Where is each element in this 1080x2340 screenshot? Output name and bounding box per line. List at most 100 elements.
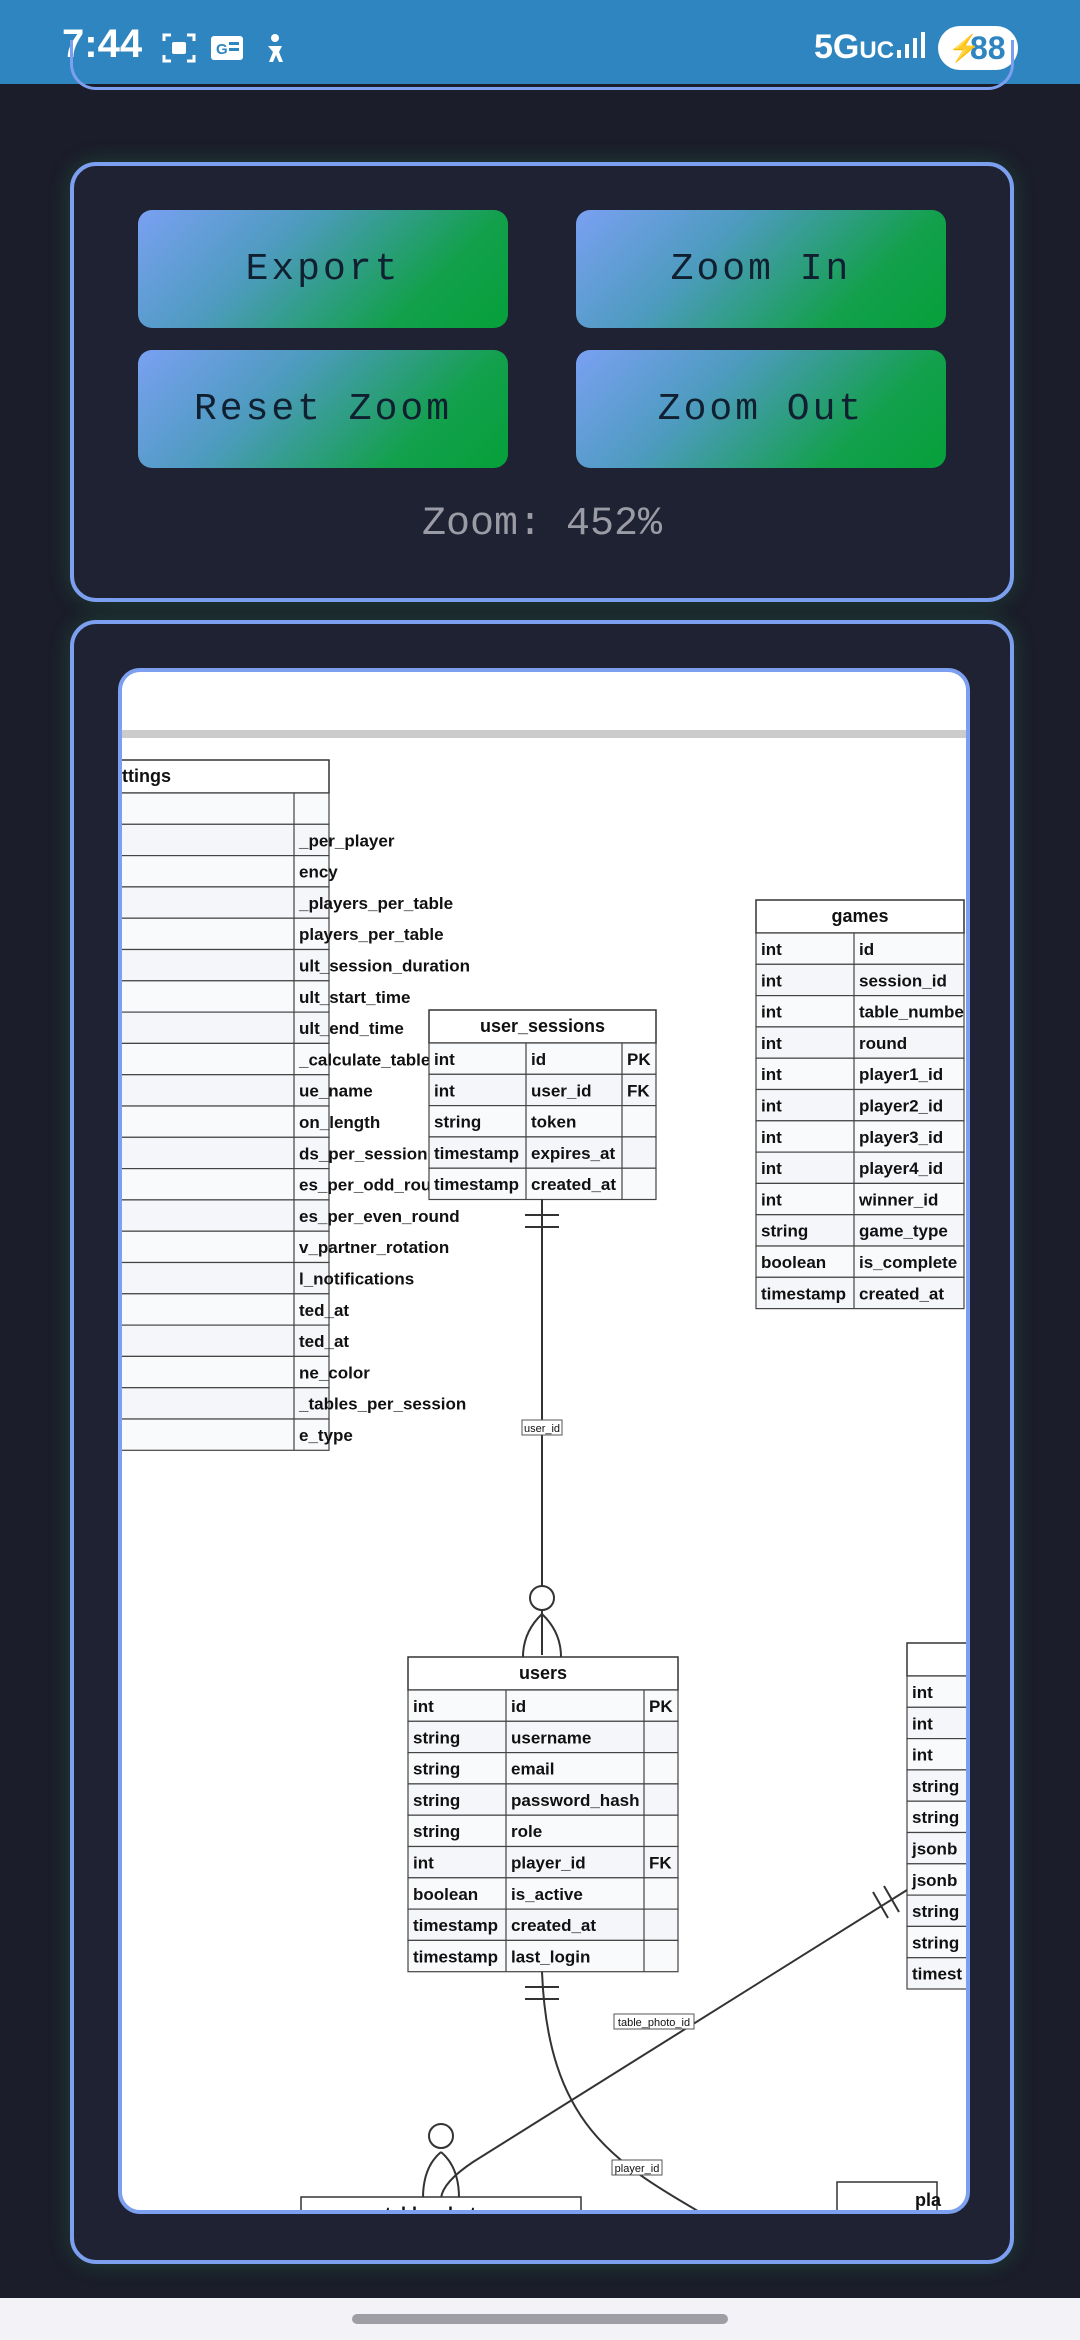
table-row [755, 1057, 965, 1091]
table-cell: int [761, 1003, 782, 1022]
table-cell: es_per_odd_round [299, 1176, 452, 1195]
table-cell: PK [627, 1050, 651, 1069]
table-row [906, 1925, 966, 1959]
table-row [407, 1814, 679, 1848]
home-gesture-handle[interactable] [352, 2314, 728, 2324]
table-cell: string [912, 1933, 959, 1952]
table-row [428, 1136, 657, 1169]
reset-zoom-button[interactable]: Reset Zoom [138, 350, 508, 468]
table-cell: int [761, 1159, 782, 1178]
table-cell: string [912, 1902, 959, 1921]
table-cell: string [413, 1760, 460, 1779]
table-cell: email [511, 1760, 554, 1779]
table-cell: ted_at [299, 1332, 349, 1351]
table-row [755, 1245, 965, 1278]
accessibility-icon [268, 34, 283, 62]
table-row [122, 1168, 330, 1201]
table-row [755, 1214, 965, 1247]
table-row [122, 1261, 330, 1295]
table-cell: int [912, 1746, 933, 1765]
table-cell: ne_color [299, 1363, 370, 1382]
svg-text:G: G [216, 41, 228, 58]
table-cell: int [761, 1065, 782, 1084]
crows-foot-marker [522, 1613, 562, 1658]
zoom-in-button[interactable]: Zoom In [576, 210, 946, 328]
table-row [755, 1026, 965, 1059]
table-cell: password_hash [511, 1791, 640, 1810]
table-cell: int [761, 971, 782, 990]
table-cell: int [413, 1697, 434, 1716]
table-cell: int [761, 1190, 782, 1209]
table-row [755, 1151, 965, 1185]
table-cell: jsonb [911, 1871, 957, 1890]
zoom-out-button[interactable]: Zoom Out [576, 350, 946, 468]
table-row [122, 1074, 330, 1107]
table-row [122, 1293, 330, 1326]
table-right_table: intintintstringstringjsonbjsonbstringstr… [906, 1642, 966, 1990]
table-row [755, 1276, 965, 1310]
table-row [122, 1042, 330, 1076]
er-diagram[interactable]: settings_per_playerency_players_per_tabl… [122, 672, 970, 2214]
zoom-level: Zoom: 452% [421, 502, 663, 547]
news-icon: G [211, 36, 243, 60]
relation-label-player-id: player_id [615, 2163, 660, 2175]
table-cell: created_at [859, 1284, 944, 1303]
table-cell: ency [299, 863, 338, 882]
table-row [122, 1199, 330, 1232]
table-row [428, 1042, 657, 1075]
table-row [122, 823, 330, 857]
table-cell: ult_end_time [299, 1019, 404, 1038]
table-cell: timestamp [413, 1947, 498, 1966]
table-cell: int [761, 940, 782, 959]
table-cell: boolean [761, 1253, 826, 1272]
table-cell: int [912, 1714, 933, 1733]
table-cell: player2_id [859, 1097, 943, 1116]
table-cell: user_id [531, 1081, 591, 1100]
table-cell: players_per_table [299, 925, 444, 944]
table-row [407, 1751, 679, 1785]
table-cell: PK [649, 1697, 673, 1716]
table-row [407, 1908, 679, 1941]
table-header [428, 1009, 657, 1044]
table-cell: _calculate_tables [298, 1050, 440, 1069]
table-cell: ult_session_duration [299, 957, 470, 976]
er-diagram-canvas[interactable]: settings_per_playerency_players_per_tabl… [118, 668, 970, 2214]
table-row [428, 1073, 657, 1107]
table-cell: id [531, 1050, 546, 1069]
table-row [122, 792, 330, 825]
table-cell: string [434, 1113, 481, 1132]
one-marker [883, 1885, 900, 1913]
table-cell: int [761, 1034, 782, 1053]
table-cell: is_active [511, 1885, 583, 1904]
table-row [122, 917, 330, 951]
table-header [906, 1642, 966, 1677]
table-cell: player3_id [859, 1128, 943, 1147]
table-cell: timest [912, 1965, 962, 1984]
network-indicator: 5GUC [814, 28, 895, 66]
relation-label-box [611, 2159, 663, 2176]
table-row [906, 1800, 966, 1834]
table-cell: ult_start_time [299, 988, 410, 1007]
table-cell: on_length [299, 1113, 380, 1132]
table-row [122, 980, 330, 1013]
table-cell: is_complete [859, 1253, 957, 1272]
table-title-players: pla [915, 2190, 942, 2210]
table-title-games: games [831, 906, 888, 926]
table-cell: string [761, 1222, 808, 1241]
table-header [407, 1656, 679, 1691]
charging-icon: ⚡ [948, 33, 981, 63]
table-cell: id [511, 1697, 526, 1716]
table-row [755, 995, 965, 1028]
table-title-user_sessions: user_sessions [480, 1016, 605, 1036]
table-cell: timestamp [413, 1916, 498, 1935]
one-marker [872, 1891, 889, 1919]
table-cell: _tables_per_session [298, 1395, 466, 1414]
table-row [122, 855, 330, 888]
table-cell: int [413, 1854, 434, 1873]
crows-foot-marker [422, 2151, 460, 2199]
table-row [122, 1136, 330, 1170]
table-cell: timestamp [434, 1144, 519, 1163]
export-button[interactable]: Export [138, 210, 508, 328]
